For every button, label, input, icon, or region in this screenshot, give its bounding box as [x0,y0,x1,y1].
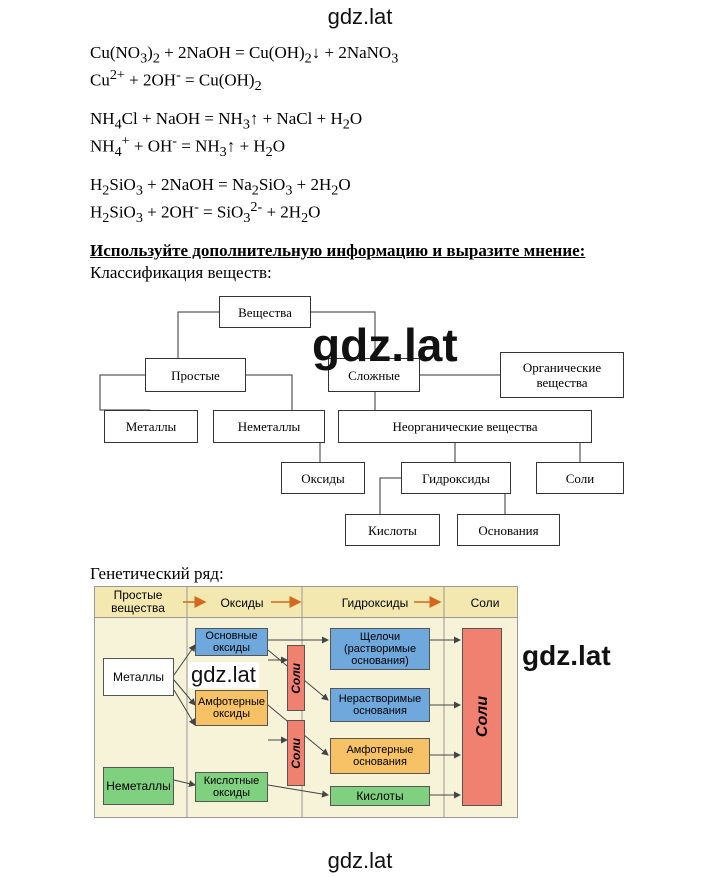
box-hydroxides: Гидроксиды [401,462,511,494]
genetic-header-simple: Простые вещества [111,588,165,615]
section-heading: Используйте дополнительную информацию и … [90,241,586,260]
watermark-top: gdz.lat [327,4,393,29]
classification-title: Классификация веществ: [90,263,272,282]
box-bases: Основания [457,514,560,546]
equation-3: NH4Cl + NaOH = NH3↑ + NaCl + H2O [90,109,363,133]
genetic-header-hydroxides: Гидроксиды [341,596,409,610]
genetic-header-salts: Соли [470,596,500,610]
genetic-nonmetals: Неметаллы [103,767,174,805]
box-complex: Сложные [328,358,420,392]
box-substances: Вещества [219,296,311,328]
genetic-header-bar [94,586,518,618]
genetic-basic-oxides: Основные оксиды [195,628,268,656]
genetic-salts-right: Соли [462,628,502,806]
box-nonmetals: Неметаллы [213,410,325,443]
genetic-insoluble-bases: Нерастворимые основания [330,688,430,722]
box-metals: Металлы [104,410,198,443]
watermark-bottom: gdz.lat [327,848,393,873]
equation-2: Cu2+ + 2OH- = Cu(OH)2 [90,67,262,95]
equation-5: H2SiO3 + 2NaOH = Na2SiO3 + 2H2O [90,175,351,199]
box-salts: Соли [536,462,624,494]
watermark-center: gdz.lat [312,319,458,371]
genetic-acids: Кислоты [330,786,430,806]
equation-6: H2SiO3 + 2OH- = SiO32- + 2H2O [90,199,321,227]
genetic-acidic-oxides: Кислотные оксиды [195,772,268,802]
equation-4: NH4+ + OH- = NH3↑ + H2O [90,133,285,161]
watermark-right: gdz.lat [522,640,611,671]
genetic-header-oxides: Оксиды [220,596,264,610]
watermark-genetic: gdz.lat [188,662,259,688]
box-oxides: Оксиды [281,462,365,494]
genetic-alkalis: Щелочи (растворимые основания) [330,628,430,670]
genetic-amphoteric-bases: Амфотерные основания [330,738,430,774]
equation-1: Cu(NO3)2 + 2NaOH = Cu(OH)2↓ + 2NaNO3 [90,43,399,67]
box-organic: Органические вещества [500,352,624,398]
genetic-amphoteric-oxides: Амфотерные оксиды [195,690,268,726]
genetic-salts-left-bottom: Соли [287,720,305,786]
box-simple: Простые [145,358,246,392]
genetic-metals: Металлы [103,658,174,696]
genetic-title: Генетический ряд: [90,564,224,583]
box-acids: Кислоты [345,514,440,546]
genetic-salts-left-top: Соли [287,645,305,711]
box-inorganic: Неорганические вещества [338,410,592,443]
